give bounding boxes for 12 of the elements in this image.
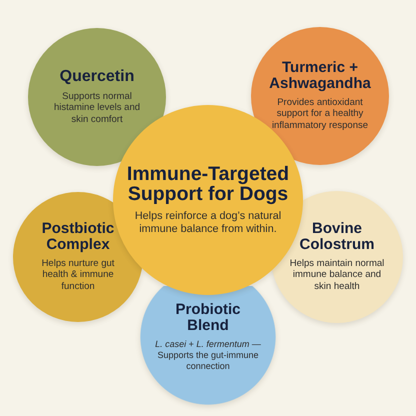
ingredient-description: Helps nurture gut health & immune function [40,258,116,293]
ingredient-name: Bovine Colostrum [298,221,376,253]
ingredient-name: Postbiotic Complex [40,221,116,253]
ingredient-description: L. casei + L. fermentum — Supports the gut-immune connection [154,338,262,372]
ingredient-name: Probiotic Blend [174,302,242,334]
ingredient-description: Provides antioxidant support for a healthy inflammatory response [270,96,370,132]
ingredient-description: Helps maintain normal immune balance and skin health [288,258,386,293]
ingredient-name: Turmeric + Ashwagandha [268,60,372,92]
ingredient-name: Quercetin [58,68,136,86]
main-heading: Immune-Targeted Support for Dogs [126,164,290,205]
main-description: Helps reinforce a dog’s natural immune balance from within. [134,210,282,236]
ingredient-description: Supports normal histamine levels and skin comfort [52,90,142,126]
